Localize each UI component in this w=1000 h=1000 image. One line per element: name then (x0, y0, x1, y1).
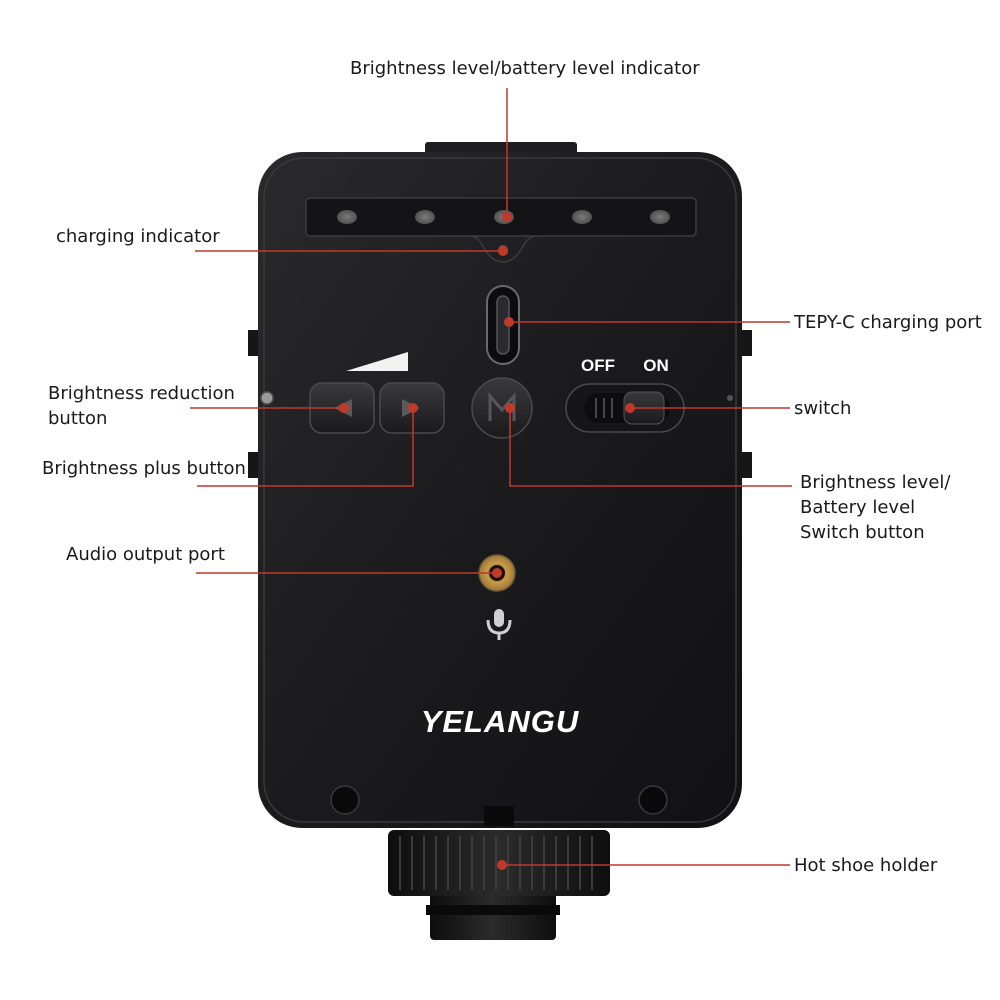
label-brightness-reduction: Brightness reduction button (48, 383, 235, 429)
brightness-wedge-icon (346, 352, 408, 371)
leader-lines (190, 88, 792, 866)
led-4 (572, 210, 592, 224)
hot-shoe-holder (388, 830, 610, 940)
label-brightness-indicator: Brightness level/battery level indicator (350, 58, 700, 79)
letter-m-icon (488, 391, 516, 421)
microphone-icon (486, 609, 512, 640)
mode-switch-button[interactable] (471, 377, 533, 439)
side-screw (260, 391, 274, 405)
label-switch: switch (794, 398, 852, 419)
label-mode-switch: Brightness level/ Battery level Switch b… (800, 472, 951, 543)
label-audio-output: Audio output port (66, 544, 225, 565)
label-charging-indicator: charging indicator (56, 226, 220, 247)
device-body (258, 152, 742, 828)
label-typec-port: TEPY-C charging port (794, 312, 982, 333)
leader-dots (339, 212, 635, 870)
mount-hole-left (330, 785, 360, 815)
led-1 (337, 210, 357, 224)
switch-off-label: OFF (581, 356, 615, 375)
led-2 (415, 210, 435, 224)
leader-mode-switch (509, 408, 792, 487)
switch-on-label: ON (643, 356, 669, 375)
label-brightness-plus: Brightness plus button (42, 458, 246, 479)
mount-hole-right (638, 785, 668, 815)
led-dots (337, 210, 670, 224)
label-hot-shoe: Hot shoe holder (794, 855, 938, 876)
led-5 (650, 210, 670, 224)
brand-logo: YELANGU (421, 704, 580, 739)
leader-brightness-plus (197, 408, 414, 487)
